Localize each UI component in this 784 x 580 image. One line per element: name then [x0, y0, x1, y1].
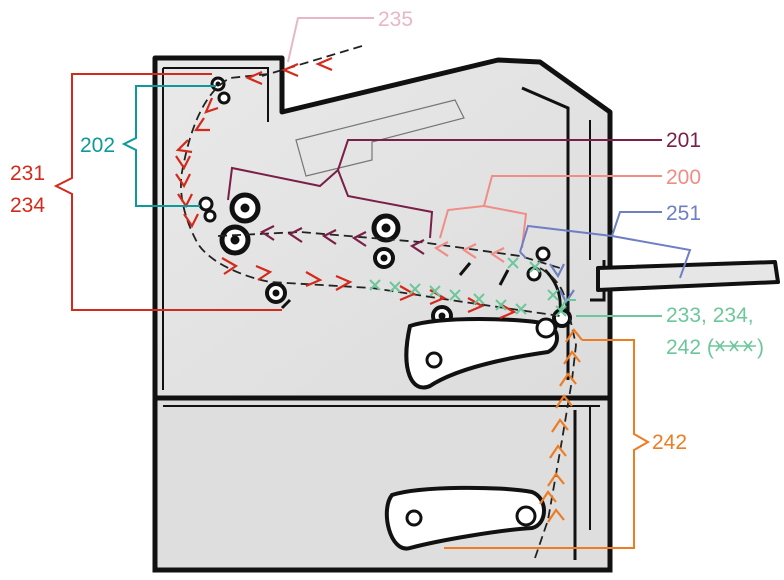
label-242: 242	[652, 431, 687, 454]
label-242-crossed: 242 (	[666, 336, 714, 359]
roller	[267, 284, 285, 302]
roller	[375, 249, 393, 267]
output-tray	[598, 262, 778, 290]
label-242-crossed-close: )	[757, 336, 764, 359]
crossed-path-legend	[710, 341, 756, 351]
roller	[537, 248, 549, 260]
arrow	[318, 58, 332, 70]
roller	[219, 93, 229, 103]
label-202: 202	[80, 134, 115, 157]
roller	[222, 227, 248, 253]
label-234: 234	[10, 194, 45, 217]
roller	[232, 195, 258, 221]
label-235: 235	[378, 8, 413, 31]
label-201: 201	[666, 129, 701, 152]
roller	[374, 216, 398, 240]
label-200: 200	[666, 166, 701, 189]
arrow	[284, 64, 298, 76]
roller	[200, 198, 212, 210]
roller	[205, 211, 215, 221]
label-233-234: 233, 234,	[666, 304, 754, 327]
label-251: 251	[666, 202, 701, 225]
label-231: 231	[10, 162, 45, 185]
